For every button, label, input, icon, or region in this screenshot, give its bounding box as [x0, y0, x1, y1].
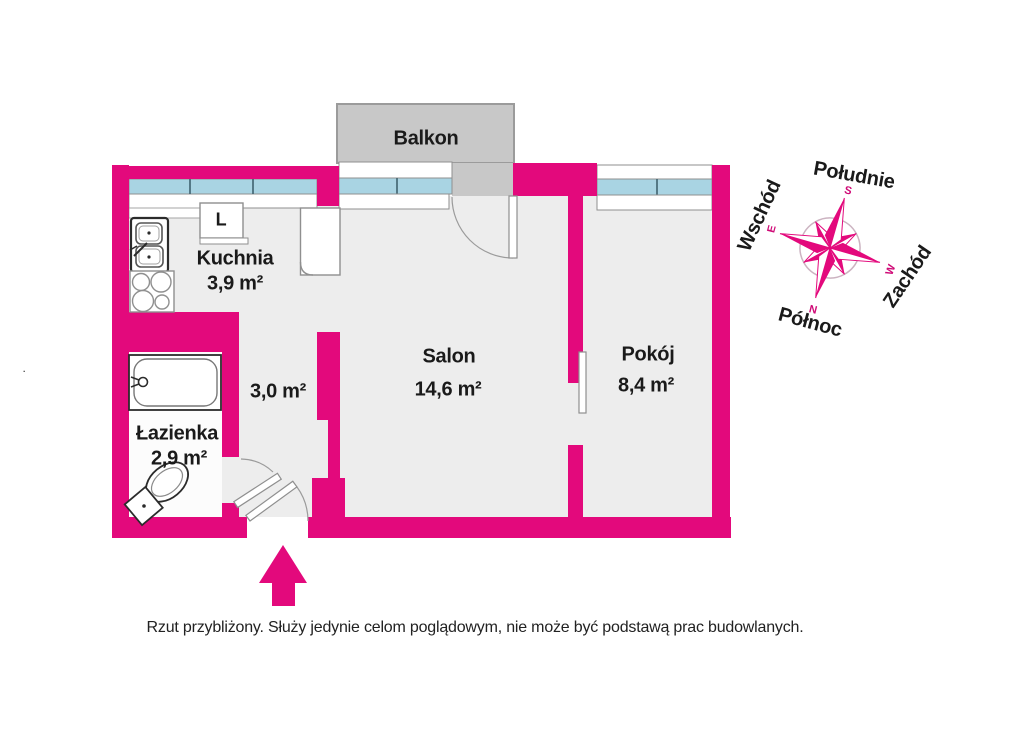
bathtub	[128, 354, 222, 411]
fridge-label: L	[215, 209, 227, 230]
room-area-lazienka: 2,9 m²	[150, 447, 208, 470]
wall-salon-room-upper	[568, 196, 583, 383]
stove-burner	[150, 271, 172, 293]
bathroom-door-arc	[240, 458, 274, 473]
wall-hall-upper	[317, 332, 340, 420]
balcony	[336, 103, 515, 197]
entrance-arrow-icon	[259, 545, 307, 606]
room-area-kuchnia: 3,9 m²	[206, 272, 264, 295]
room-door-leaf	[578, 351, 587, 414]
entry-door-arc	[296, 486, 309, 522]
wall-right	[712, 165, 730, 538]
balcony-label: Balkon	[393, 127, 459, 150]
compass-rose-icon	[777, 195, 883, 301]
balcony-door-arc	[451, 196, 514, 259]
stove-burner	[131, 272, 151, 292]
room-label-lazienka: Łazienka	[135, 422, 219, 445]
room-window	[596, 164, 713, 211]
kitchen-partition-box	[299, 207, 341, 276]
room-area-salon: 14,6 m²	[414, 378, 482, 401]
sink-faucet	[133, 242, 148, 257]
toilet	[123, 461, 189, 527]
kitchen-fixtures	[129, 202, 341, 313]
wall-bath-right-upper	[222, 352, 239, 457]
wall-kitchen-bath	[112, 312, 239, 352]
doors	[232, 195, 587, 522]
stove	[129, 270, 175, 313]
room-label-kuchnia: Kuchnia	[196, 247, 274, 270]
balcony-door-opening	[452, 163, 513, 197]
entry-door-leaf	[245, 480, 298, 522]
salon-window	[338, 161, 453, 210]
wall-top-kitchen	[129, 166, 317, 179]
wall-top-middle	[513, 163, 597, 196]
stove-burner	[154, 294, 170, 310]
fridge-box	[199, 202, 244, 239]
bathtub-faucet	[137, 376, 149, 388]
bathroom-door-leaf	[232, 472, 283, 509]
kitchen-sink	[129, 216, 170, 274]
bathroom-fixtures	[123, 354, 222, 527]
room-label-pokoj: Pokój	[621, 343, 675, 366]
wall-salon-room-lower	[568, 445, 583, 517]
room-area-hall: 3,0 m²	[249, 380, 307, 403]
stray-dot: .	[22, 361, 26, 375]
wall-hall-middle	[328, 420, 340, 478]
wall-balcony-pillar	[317, 166, 339, 206]
wall-bottom-left	[112, 517, 247, 538]
kitchen-counter	[128, 207, 201, 219]
fridge-box-lip	[199, 237, 249, 245]
room-label-salon: Salon	[422, 345, 476, 368]
wall-bath-right-lower	[222, 503, 239, 517]
balcony-door-leaf	[508, 195, 518, 259]
wall-hall-lower	[312, 478, 345, 517]
stove-burner	[131, 289, 155, 313]
room-area-pokoj: 8,4 m²	[617, 374, 675, 397]
wall-bottom-right	[308, 517, 731, 538]
disclaimer-text: Rzut przybliżony. Służy jedynie celom po…	[146, 619, 804, 636]
